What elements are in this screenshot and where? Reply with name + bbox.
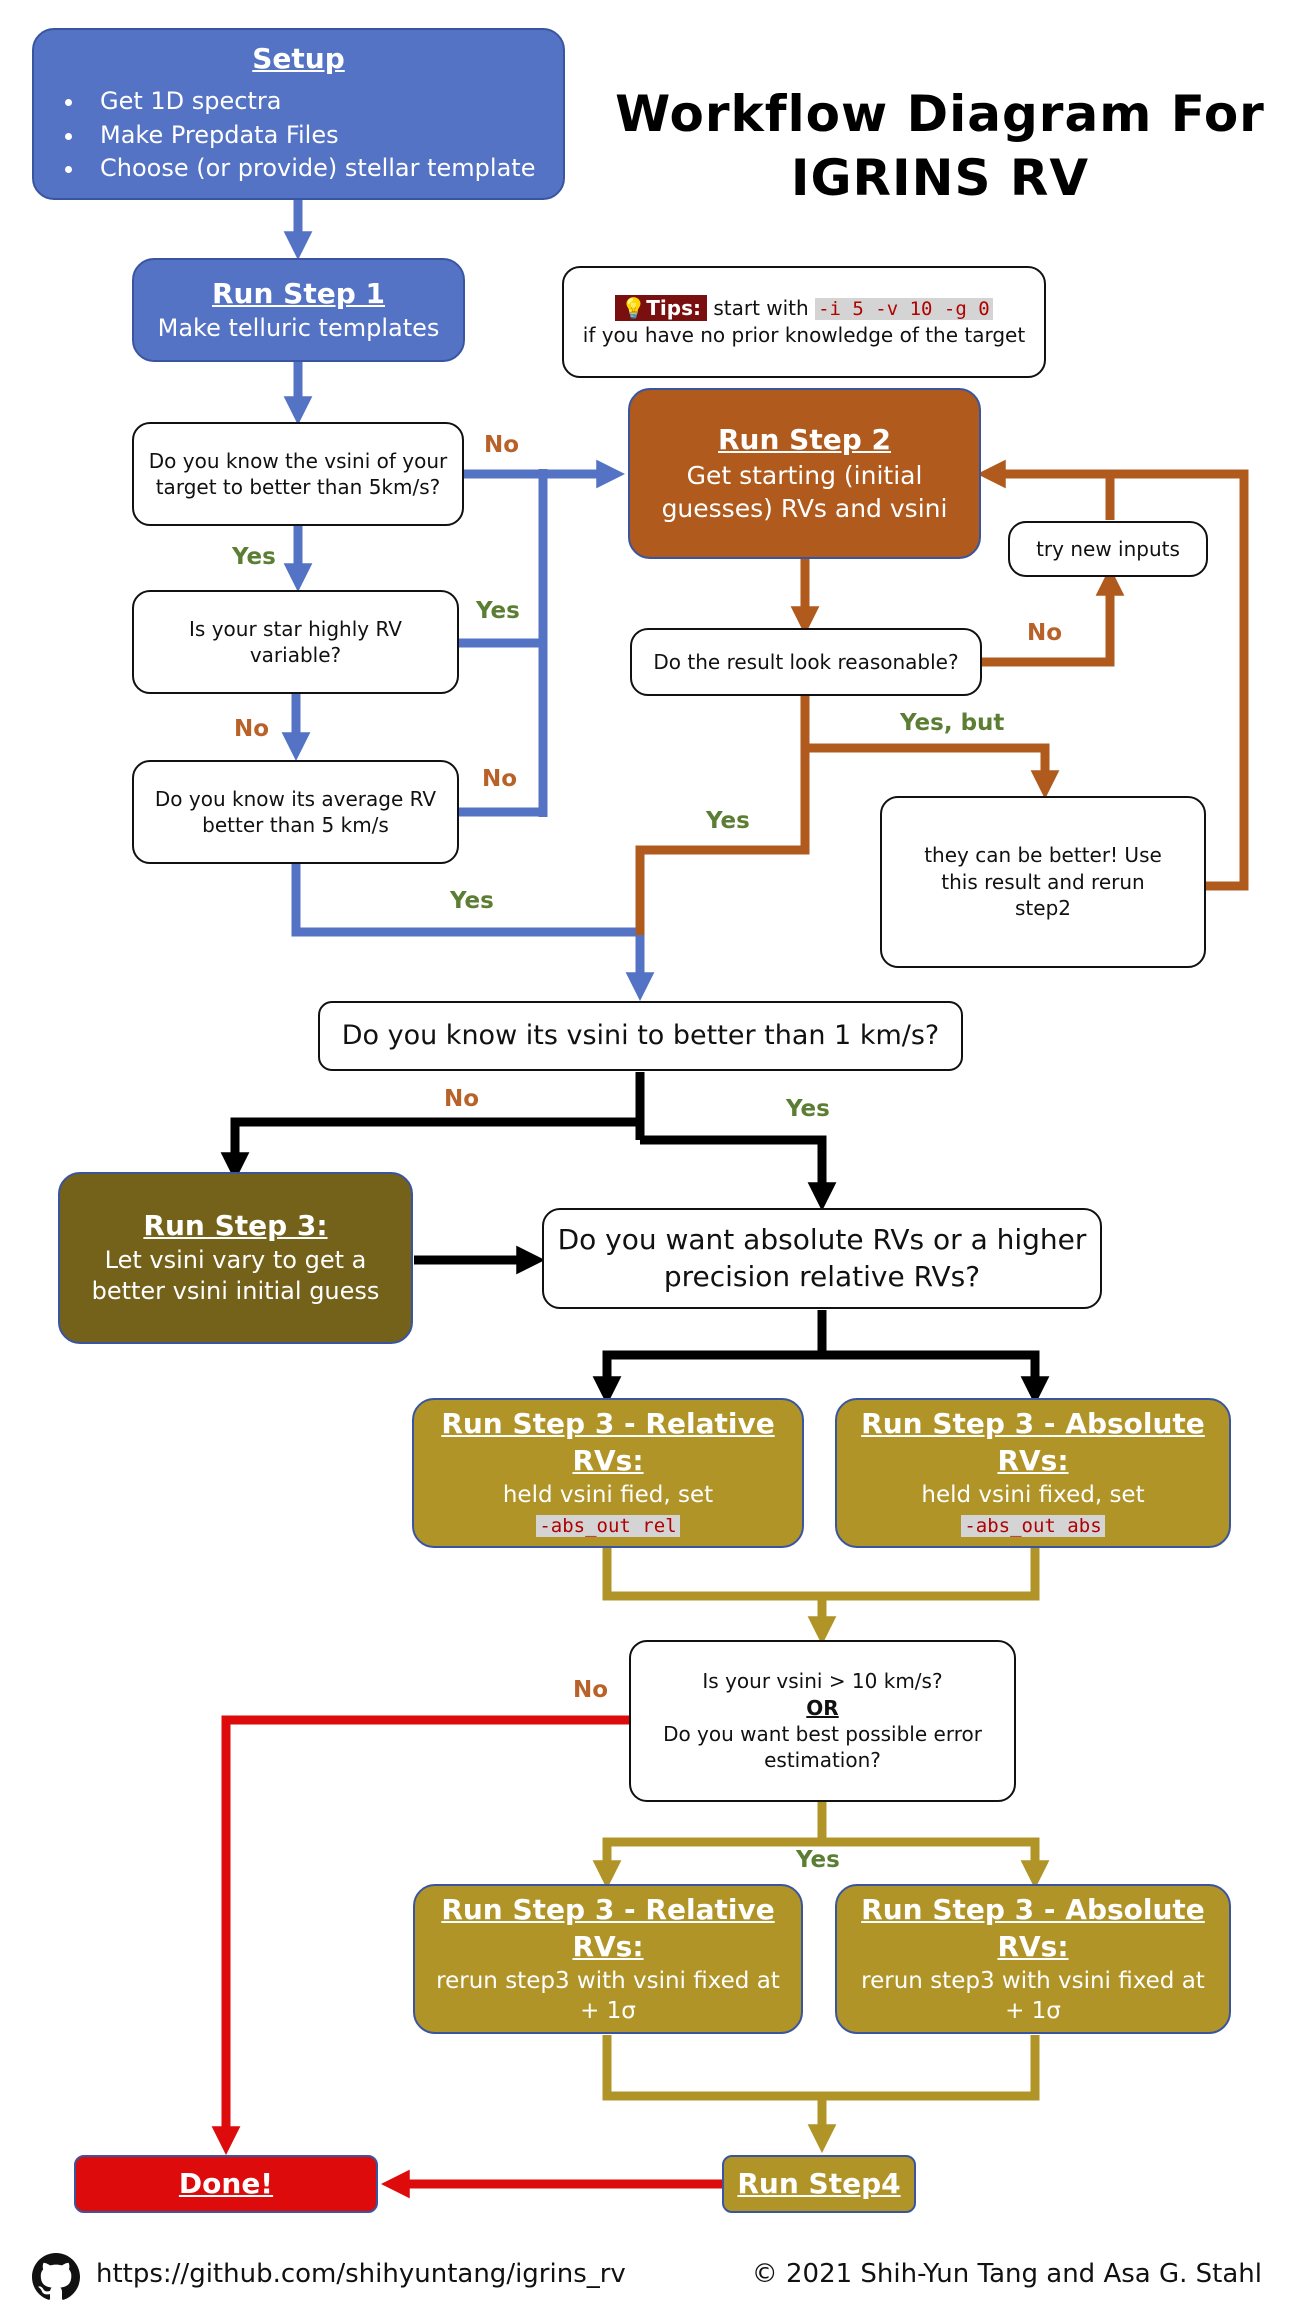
step3-absolute-title: Run Step 3 - Absolute RVs: (861, 1406, 1205, 1477)
arrow-q3-yes (291, 863, 655, 1002)
q6-line-2: Do you want best possible error estimati… (663, 1722, 982, 1773)
step3-vary-body: Let vsini vary to get a better vsini ini… (91, 1245, 380, 1306)
step2-title: Run Step 2 (718, 423, 891, 457)
question-vsini-10kms: Is your vsini > 10 km/s? OR Do you want … (629, 1640, 1016, 1802)
line-rel-merge (602, 1548, 1040, 1601)
can-be-better-box: they can be better! Use this result and … (880, 796, 1206, 968)
step3-absolute-rerun-box: Run Step 3 - Absolute RVs: rerun step3 w… (835, 1884, 1231, 2034)
question-vsini-1kms: Do you know its vsini to better than 1 k… (318, 1001, 963, 1071)
step3-absolute-box: Run Step 3 - Absolute RVs: held vsini fi… (835, 1398, 1231, 1548)
line-reasonable-yes (635, 748, 810, 935)
step3-absolute-rerun-title: Run Step 3 - Absolute RVs: (861, 1892, 1205, 1963)
question-absolute-relative: Do you want absolute RVs or a higher pre… (542, 1208, 1102, 1309)
tips-before-code: start with (713, 296, 809, 321)
question-average-rv: Do you know its average RV better than 5… (132, 760, 459, 864)
arrow-q6-no-done (211, 1715, 630, 2156)
step2-body: Get starting (initial guesses) RVs and v… (661, 460, 948, 523)
label-q2-yes: Yes (476, 598, 520, 624)
line-rerun-merge (602, 2035, 1040, 2101)
setup-item: Get 1D spectra (86, 86, 551, 118)
step1-box: Run Step 1 Make telluric templates (132, 258, 465, 362)
label-q4-yes: Yes (786, 1096, 830, 1122)
q6-or: OR (806, 1695, 839, 1720)
label-yes-but: Yes, but (900, 710, 1005, 736)
done-label: Done! (178, 2166, 274, 2200)
step3-relative-code: -abs_out rel (536, 1514, 680, 1537)
step2-box: Run Step 2 Get starting (initial guesses… (628, 388, 981, 559)
label-q4-no: No (444, 1086, 480, 1112)
tips-line-1: 💡Tips: start with -i 5 -v 10 -g 0 (615, 295, 993, 322)
step3-relative-rerun-box: Run Step 3 - Relative RVs: rerun step3 w… (413, 1884, 803, 2034)
setup-item: Choose (or provide) stellar template (86, 153, 551, 185)
setup-title: Setup (252, 42, 345, 76)
step3-relative-box: Run Step 3 - Relative RVs: held vsini fi… (412, 1398, 804, 1548)
setup-box: Setup Get 1D spectra Make Prepdata Files… (32, 28, 565, 200)
label-q1-no: No (484, 432, 520, 458)
arrow-q6-rel (592, 1837, 822, 1890)
done-box: Done! (74, 2155, 378, 2213)
arrow-loop-to-step2 (976, 459, 1249, 891)
question-rv-variable: Is your star highly RV variable? (132, 590, 459, 694)
arrow-q6-abs (822, 1837, 1050, 1890)
step4-label: Run Step4 (737, 2166, 901, 2200)
lightbulb-icon: 💡 (621, 296, 647, 321)
tips-badge: 💡Tips: (615, 295, 707, 322)
footer-copyright: © 2021 Shih-Yun Tang and Asa G. Stahl (751, 2259, 1262, 2289)
step3-relative-body: held vsini fied, set (502, 1481, 714, 1508)
tips-line-2: if you have no prior knowledge of the ta… (582, 323, 1026, 348)
diagram-title: Workflow Diagram For IGRINS RV (600, 82, 1280, 210)
label-q6-yes: Yes (796, 1847, 840, 1873)
step3-absolute-code: -abs_out abs (961, 1514, 1105, 1537)
title-line-2: IGRINS RV (790, 149, 1090, 207)
tips-box: 💡Tips: start with -i 5 -v 10 -g 0 if you… (562, 266, 1046, 378)
step1-title: Run Step 1 (212, 276, 385, 310)
step1-body: Make telluric templates (157, 313, 440, 342)
setup-item: Make Prepdata Files (86, 120, 551, 152)
label-q3-no: No (482, 766, 518, 792)
step3-absolute-body: held vsini fixed, set (921, 1481, 1145, 1508)
step3-relative-rerun-title: Run Step 3 - Relative RVs: (441, 1892, 775, 1963)
arrow-q4-no (220, 1117, 640, 1182)
setup-list: Get 1D spectra Make Prepdata Files Choos… (46, 84, 551, 187)
arrow-reasonable-yesbut (800, 696, 1060, 800)
tips-code: -i 5 -v 10 -g 0 (815, 298, 993, 321)
step3-absolute-rerun-body: rerun step3 with vsini fixed at + 1σ (861, 1967, 1205, 2024)
step4-box: Run Step4 (722, 2155, 916, 2213)
arrow-reasonable-no (981, 566, 1125, 667)
footer-url[interactable]: https://github.com/shihyuntang/igrins_rv (96, 2259, 626, 2289)
arrow-q5-abs (822, 1350, 1050, 1406)
step3-relative-title: Run Step 3 - Relative RVs: (441, 1406, 775, 1477)
label-q2-no: No (234, 716, 270, 742)
github-icon[interactable] (32, 2253, 80, 2301)
label-q1-yes: Yes (232, 544, 276, 570)
step3-relative-rerun-body: rerun step3 with vsini fixed at + 1σ (436, 1967, 780, 2024)
title-line-1: Workflow Diagram For (615, 85, 1265, 143)
question-reasonable: Do the result look reasonable? (630, 628, 982, 696)
label-q3-yes: Yes (450, 888, 494, 914)
label-reasonable-yes: Yes (706, 808, 750, 834)
tips-badge-text: Tips: (646, 296, 701, 321)
try-new-inputs-box: try new inputs (1008, 521, 1208, 577)
step3-vary-title: Run Step 3: (143, 1208, 328, 1242)
arrow-q5-rel (592, 1350, 822, 1406)
label-reasonable-no: No (1027, 620, 1063, 646)
arrow-q4-yes (640, 1135, 837, 1212)
step3-vary-box: Run Step 3: Let vsini vary to get a bett… (58, 1172, 413, 1344)
q6-line-1: Is your vsini > 10 km/s? (702, 1669, 943, 1694)
label-q6-no: No (573, 1677, 609, 1703)
question-vsini-5kms: Do you know the vsini of your target to … (132, 422, 464, 526)
